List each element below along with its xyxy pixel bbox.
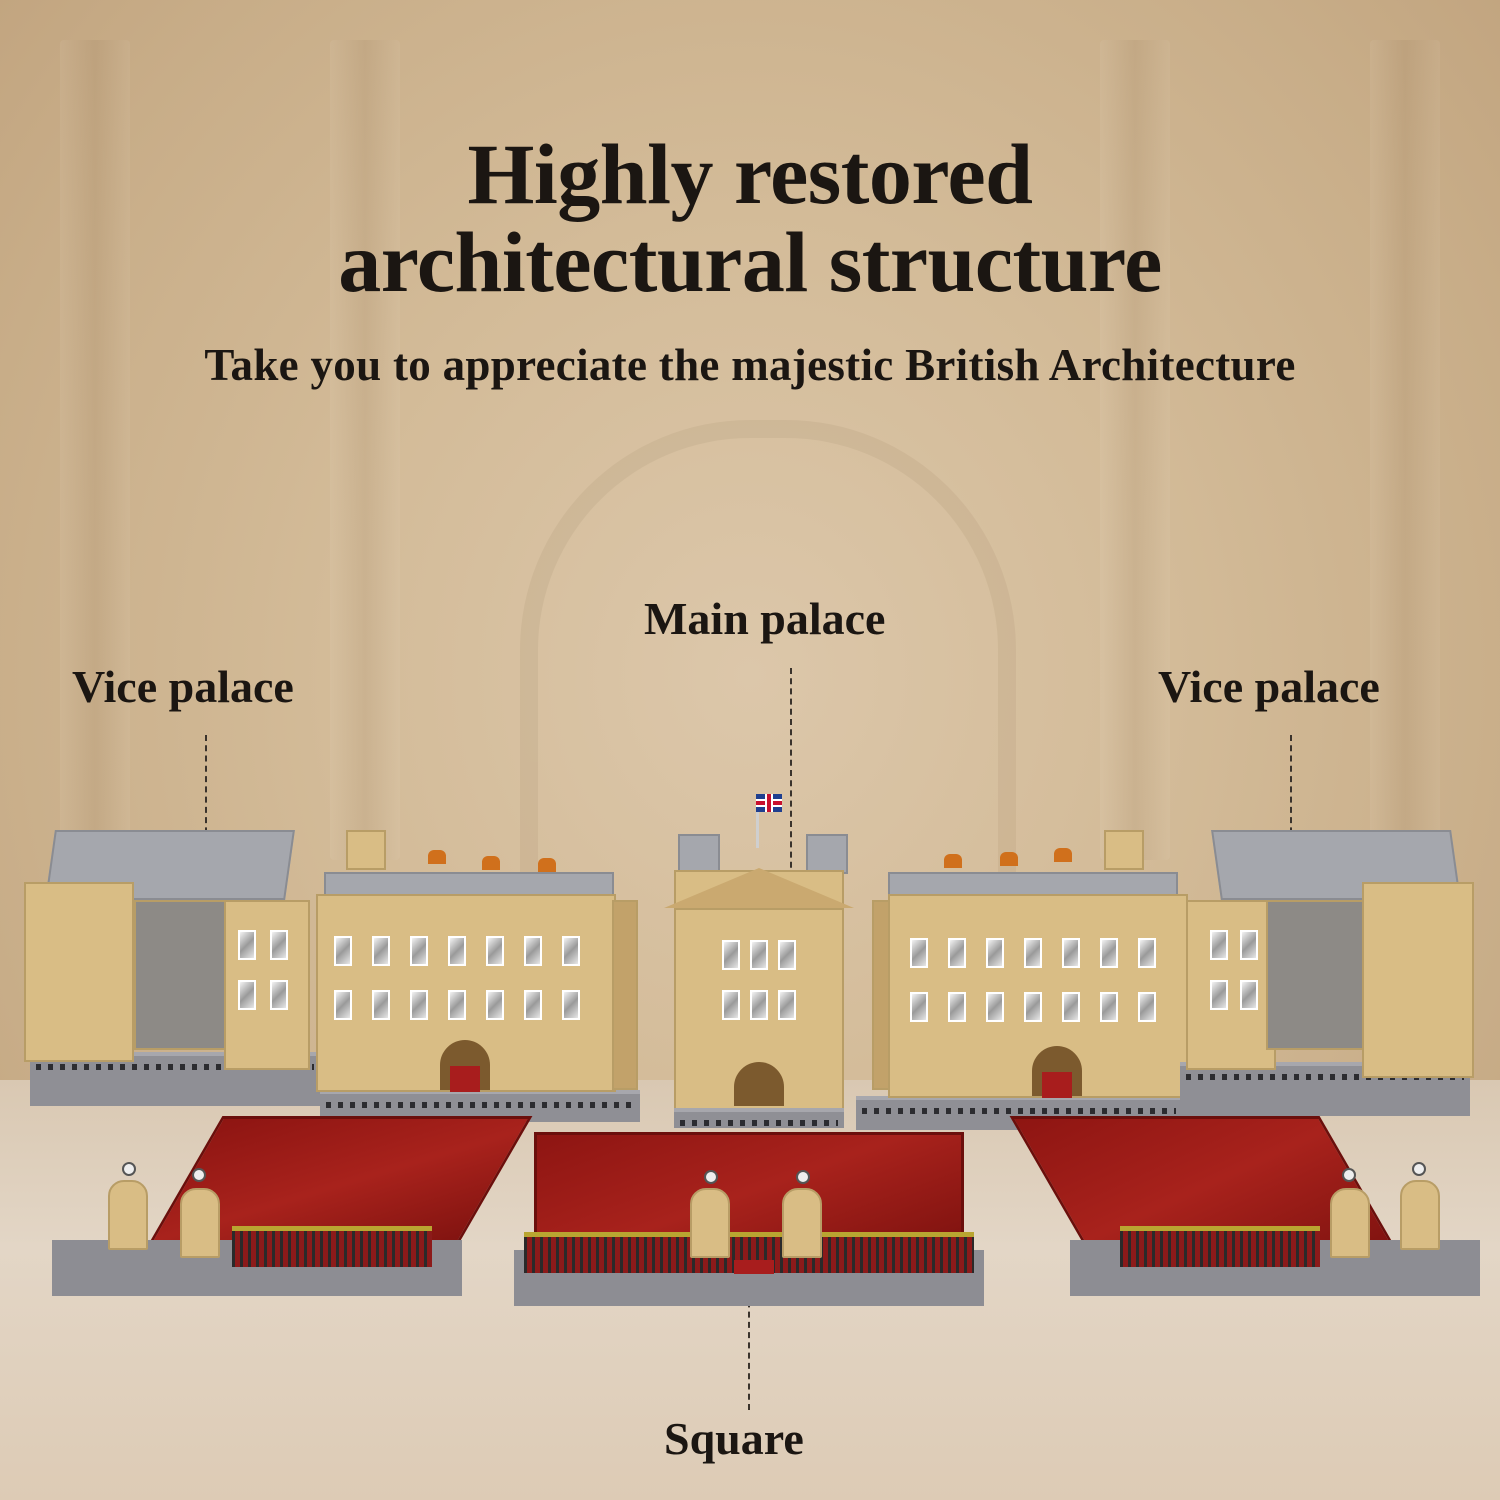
- headline-line-1: Highly restored: [467, 126, 1033, 222]
- vice-palace-left-model: [14, 812, 324, 1112]
- label-vice-palace-left: Vice palace: [72, 661, 294, 712]
- leader-line-vice-right: [1290, 735, 1292, 895]
- red-carpet: [1042, 1072, 1072, 1098]
- flagpole: [756, 798, 759, 848]
- main-palace-model: [664, 790, 854, 1128]
- window: [270, 980, 288, 1010]
- facade-side: [612, 900, 638, 1090]
- courtyard: [1266, 900, 1366, 1050]
- leader-line-vice-left: [205, 735, 207, 895]
- label-vice-palace-right: Vice palace: [1158, 661, 1380, 712]
- wing-right-model: [852, 826, 1192, 1136]
- headline-line-2: architectural structure: [338, 214, 1162, 310]
- window: [238, 930, 256, 960]
- facade-pillared: [1362, 882, 1474, 1078]
- window: [270, 930, 288, 960]
- chimney-pot: [428, 850, 446, 864]
- window: [238, 980, 256, 1010]
- chimney-stack: [346, 830, 386, 870]
- fence: [1120, 1226, 1320, 1267]
- square-left-model: [52, 1116, 533, 1306]
- wing-left-model: [316, 826, 646, 1126]
- red-carpet: [450, 1066, 480, 1092]
- fence: [232, 1226, 432, 1267]
- roof: [888, 872, 1178, 896]
- red-carpet: [734, 1260, 774, 1274]
- label-square: Square: [664, 1413, 804, 1464]
- chimney-stack: [1104, 830, 1144, 870]
- facade-side: [224, 900, 310, 1070]
- label-main-palace: Main palace: [644, 593, 886, 644]
- chimney-pot: [482, 856, 500, 870]
- square-right-model: [1009, 1116, 1480, 1306]
- chimney-pot: [538, 858, 556, 872]
- subtitle: Take you to appreciate the majestic Brit…: [204, 340, 1296, 390]
- facade-side: [1186, 900, 1276, 1070]
- tower-left: [678, 834, 720, 874]
- leader-line-main: [790, 668, 792, 878]
- baseplate: [674, 1108, 844, 1128]
- leader-line-square: [748, 1250, 750, 1410]
- courtyard: [134, 900, 234, 1050]
- roof: [324, 872, 614, 896]
- pediment: [664, 868, 854, 908]
- facade-pillared: [24, 882, 134, 1062]
- union-flag-icon: [756, 794, 782, 812]
- square-center-model: [514, 1132, 984, 1312]
- vice-palace-right-model: [1176, 812, 1486, 1122]
- arch-entrance: [734, 1062, 784, 1106]
